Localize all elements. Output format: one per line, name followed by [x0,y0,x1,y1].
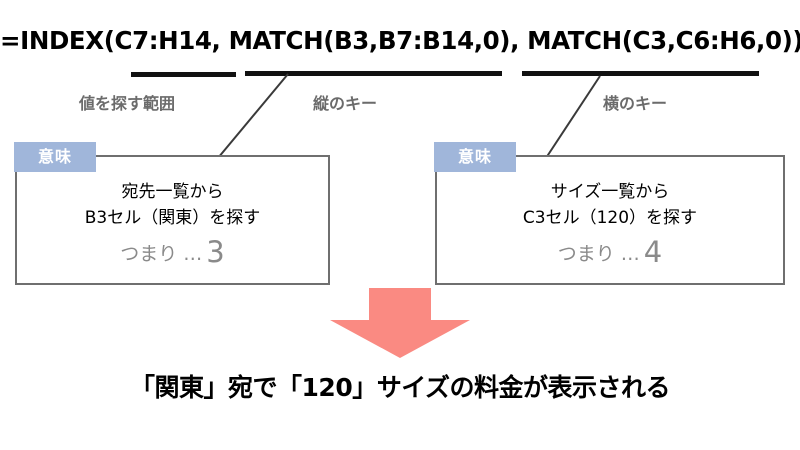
meaning-line-1: 宛先一覧から [121,182,224,202]
meaning-tag-horizontal: 意味 [434,142,516,172]
meaning-line-1: サイズ一覧から [550,182,670,202]
meaning-result-value: 4 [643,235,663,269]
meaning-result-prefix: つまり … [120,243,203,265]
underline-horizontal-key [522,71,759,76]
caption-horizontal-key: 横のキー [603,94,668,113]
caption-range: 値を探す範囲 [79,94,176,113]
meaning-result-value: 3 [206,235,225,269]
formula-expression: =INDEX(C7:H14, MATCH(B3,B7:B14,0), MATCH… [0,26,800,55]
underline-vertical-key [245,71,502,76]
caption-vertical-key: 縦のキー [313,94,378,113]
conclusion-text: 「関東」宛で「120」サイズの料金が表示される [130,373,670,402]
meaning-box-vertical-body: 宛先一覧から B3セル（関東）を探す つまり …3 [17,179,328,269]
meaning-box-horizontal: サイズ一覧から C3セル（120）を探す つまり …4 [435,155,785,285]
underline-range [131,72,236,77]
meaning-tag-vertical: 意味 [14,142,96,172]
meaning-box-vertical: 宛先一覧から B3セル（関東）を探す つまり …3 [15,155,330,285]
down-arrow-icon [330,288,470,358]
leader-line-vertical-key [217,73,289,159]
meaning-result: つまり …4 [437,237,783,269]
meaning-result-prefix: つまり … [557,243,640,265]
meaning-box-horizontal-body: サイズ一覧から C3セル（120）を探す つまり …4 [437,179,783,269]
meaning-line-2: C3セル（120）を探す [522,208,698,228]
leader-line-horizontal-key [545,75,601,159]
meaning-result: つまり …3 [17,237,328,269]
meaning-line-2: B3セル（関東）を探す [84,208,261,228]
